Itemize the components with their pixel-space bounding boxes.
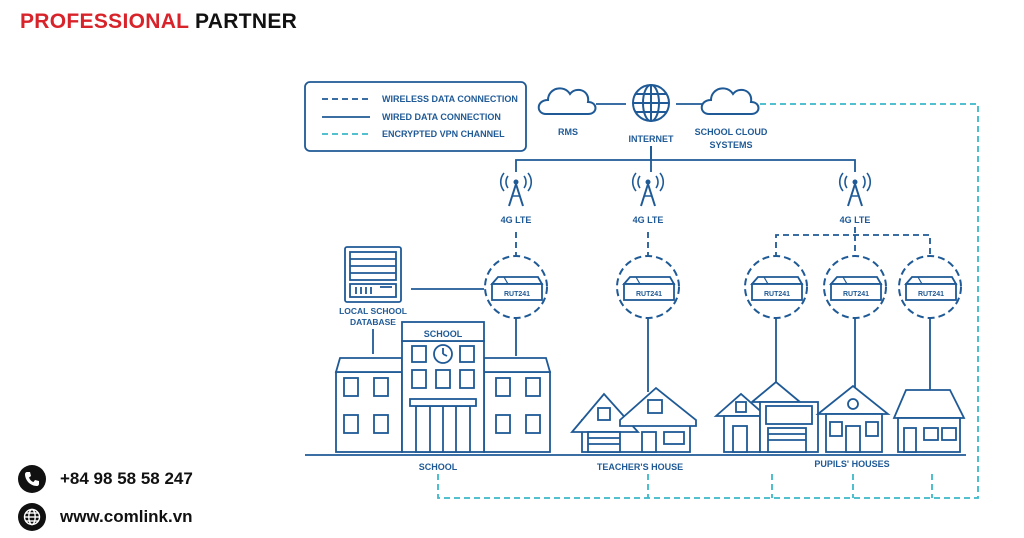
brand-professional: PROFESSIONAL (20, 10, 189, 33)
legend-wired-label: WIRED DATA CONNECTION (382, 112, 501, 122)
database-server-icon (344, 246, 402, 303)
router-label: RUT241 (843, 291, 869, 298)
router-building-links (515, 318, 931, 392)
website-url[interactable]: www.comlink.vn (60, 507, 193, 526)
pupil-house-1 (713, 380, 819, 453)
internet-tower1-link (515, 146, 652, 172)
pupil-house-2 (815, 384, 891, 453)
database-label-2: DATABASE (350, 317, 396, 327)
router-pupil-3: RUT241 (898, 255, 962, 319)
phone-number[interactable]: +84 98 58 58 247 (60, 469, 193, 488)
school-label: SCHOOL (419, 462, 458, 472)
pupil-house-3 (892, 389, 966, 453)
teacher-label: TEACHER'S HOUSE (597, 462, 683, 472)
vpn-channel (437, 103, 979, 499)
tower-icon-3 (838, 172, 872, 207)
teacher-house (570, 386, 697, 453)
router-label: RUT241 (504, 291, 530, 298)
rms-cloud-icon (537, 87, 597, 115)
database-label-1: LOCAL SCHOOL (339, 306, 407, 316)
tower-label-1: 4G LTE (501, 215, 532, 225)
wireless-links (515, 227, 931, 258)
tower-label-2: 4G LTE (633, 215, 664, 225)
router-pupil-2: RUT241 (823, 255, 887, 319)
legend-box (304, 81, 527, 152)
school-cloud-label-2: SYSTEMS (709, 140, 752, 150)
school-cloud-label-1: SCHOOL CLOUD (695, 127, 768, 137)
rms-label: RMS (558, 127, 578, 137)
internet-label: INTERNET (629, 134, 675, 144)
legend-wireless-label: WIRELESS DATA CONNECTION (382, 94, 518, 104)
brand-header: PROFESSIONAL PARTNER (20, 10, 297, 34)
router-school: RUT241 (484, 255, 548, 319)
globe-icon (18, 503, 46, 531)
internet-tower3-link (651, 159, 856, 172)
pupils-label: PUPILS' HOUSES (814, 459, 889, 469)
school-sign: SCHOOL (424, 329, 463, 339)
tower-label-3: 4G LTE (840, 215, 871, 225)
tower-icon-1 (499, 172, 533, 207)
legend-vpn-label: ENCRYPTED VPN CHANNEL (382, 129, 505, 139)
brand-partner: PARTNER (195, 10, 298, 33)
phone-icon (18, 465, 46, 493)
internet-globe-icon (632, 84, 670, 122)
website-contact[interactable]: www.comlink.vn (18, 503, 193, 531)
router-label: RUT241 (764, 291, 790, 298)
router-label: RUT241 (636, 291, 662, 298)
router-teacher: RUT241 (616, 255, 680, 319)
router-pupil-1: RUT241 (744, 255, 808, 319)
phone-contact[interactable]: +84 98 58 58 247 (18, 465, 193, 493)
school-cloud-icon (700, 87, 760, 115)
school-building (334, 321, 552, 453)
tower-icon-2 (631, 172, 665, 207)
router-label: RUT241 (918, 291, 944, 298)
